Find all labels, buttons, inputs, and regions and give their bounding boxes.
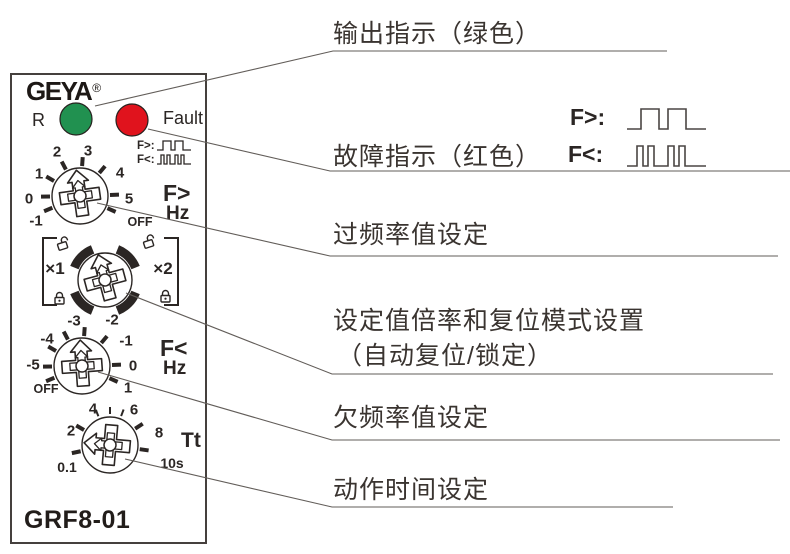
under-scale-neg4: -4 bbox=[40, 330, 54, 348]
over-knob-title: F> bbox=[163, 180, 191, 206]
brand-text: GEYA bbox=[26, 76, 93, 106]
wave-over-label: F>: bbox=[570, 104, 606, 130]
output-led-green bbox=[59, 102, 93, 136]
led-fault-label: Fault bbox=[163, 108, 204, 128]
mult-x2-label: ×2 bbox=[153, 259, 173, 278]
over-scale-neg1: -1 bbox=[29, 212, 43, 230]
annotation-over-frequency: 过频率值设定 bbox=[333, 221, 490, 249]
time-scale-10s: 10s bbox=[160, 455, 184, 471]
model-number: GRF8-01 bbox=[24, 506, 131, 534]
annotation-action-time: 动作时间设定 bbox=[333, 476, 490, 504]
over-frequency-knob[interactable] bbox=[5, 121, 155, 271]
time-scale-2: 2 bbox=[66, 422, 76, 440]
over-scale-4: 4 bbox=[115, 164, 125, 182]
action-time-knob[interactable] bbox=[35, 370, 185, 520]
open-lock-icon bbox=[56, 236, 69, 251]
closed-lock-icon bbox=[54, 291, 65, 305]
over-scale-1: 1 bbox=[34, 165, 44, 183]
under-frequency-knob[interactable] bbox=[7, 291, 157, 441]
time-scale-6: 6 bbox=[129, 401, 139, 419]
registered-mark: ® bbox=[92, 81, 101, 96]
mult-bracket-left bbox=[42, 237, 57, 306]
square-wave-fast-large-icon bbox=[627, 145, 706, 167]
under-scale-neg3: -3 bbox=[67, 312, 81, 330]
over-scale-0: 0 bbox=[24, 190, 34, 208]
time-scale-01: 0.1 bbox=[57, 459, 77, 475]
time-scale-4: 4 bbox=[88, 400, 98, 418]
annotation-multiplier-line1: 设定值倍率和复位模式设置 bbox=[333, 307, 646, 335]
under-scale-neg1: -1 bbox=[119, 332, 133, 350]
square-wave-fast-icon bbox=[156, 154, 191, 165]
over-scale-2: 2 bbox=[52, 143, 62, 161]
brand-logo: GEYA® bbox=[26, 76, 101, 107]
mult-x1-label: ×1 bbox=[45, 259, 65, 278]
under-scale-off: OFF bbox=[33, 382, 59, 396]
square-wave-slow-large-icon bbox=[627, 108, 706, 130]
annotation-under-frequency: 欠频率值设定 bbox=[333, 404, 490, 432]
annotation-fault-indicator: 故障指示（红色） bbox=[333, 143, 542, 171]
green-led-icon bbox=[59, 102, 93, 136]
time-scale-8: 8 bbox=[154, 424, 164, 442]
under-scale-neg2: -2 bbox=[105, 311, 119, 329]
time-knob-title: Tt bbox=[181, 429, 201, 452]
wave-under-label: F<: bbox=[568, 141, 604, 167]
led-r-label: R bbox=[32, 110, 45, 130]
square-wave-slow-icon bbox=[156, 140, 191, 151]
annotation-multiplier-line2: （自动复位/锁定） bbox=[337, 342, 553, 370]
over-scale-3: 3 bbox=[83, 142, 93, 160]
over-scale-5: 5 bbox=[124, 190, 134, 208]
under-scale-neg5: -5 bbox=[26, 356, 40, 374]
annotation-output-indicator: 输出指示（绿色） bbox=[333, 20, 542, 48]
